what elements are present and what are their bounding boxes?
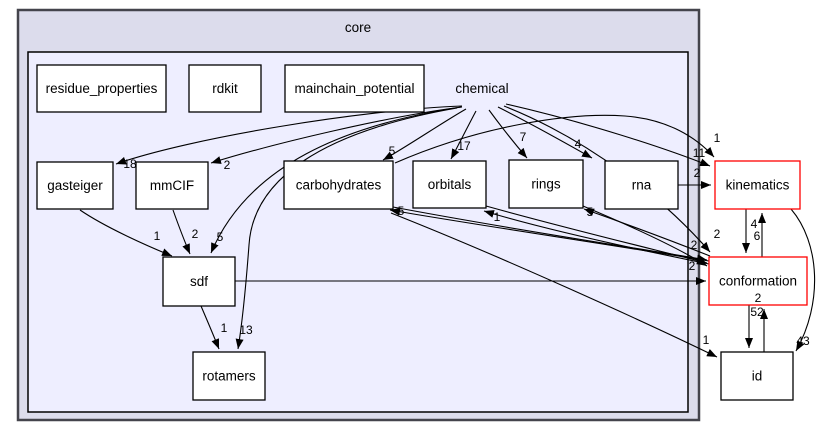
node-rect-kinematics[interactable] bbox=[714, 160, 801, 210]
edge-label-carbohydrates-to-kinematics: 1 bbox=[714, 131, 721, 145]
node-label-rdkit: rdkit bbox=[212, 81, 238, 96]
edge-conformation-to-orbitals bbox=[483, 210, 710, 265]
edge-layer bbox=[79, 103, 816, 358]
edge-carbohydrates-to-kinematics bbox=[394, 114, 715, 164]
node-rect-sdf[interactable] bbox=[162, 256, 236, 307]
node-label-conformation: conformation bbox=[719, 274, 797, 289]
edge-label-chemical-to-mmCIF: 2 bbox=[224, 158, 231, 172]
edge-label-conformation-to-carbohydrates: 5 bbox=[398, 204, 405, 218]
outer-cluster-label-core[interactable]: core bbox=[345, 20, 371, 35]
node-label-orbitals: orbitals bbox=[428, 177, 472, 192]
edge-conformation-to-rings bbox=[583, 208, 711, 257]
edge-label-conformation-to-rings: 5 bbox=[587, 205, 594, 219]
node-rect-orbitals[interactable] bbox=[412, 160, 487, 209]
node-rings[interactable]: rings bbox=[508, 159, 584, 209]
node-rect-rna[interactable] bbox=[604, 160, 679, 210]
node-kinematics[interactable]: kinematics bbox=[714, 160, 801, 210]
node-rdkit[interactable]: rdkit bbox=[188, 64, 262, 113]
edge-label-chemical-to-kinematics: 11 bbox=[693, 146, 706, 160]
edge-mmCIF-to-sdf bbox=[172, 209, 191, 255]
edge-label-chemical-to-orbitals: 17 bbox=[457, 139, 471, 153]
node-rect-id[interactable] bbox=[720, 351, 794, 401]
node-rna[interactable]: rna bbox=[604, 160, 679, 210]
node-rect-residue_properties[interactable] bbox=[36, 64, 167, 113]
node-mmCIF[interactable]: mmCIF bbox=[135, 161, 209, 210]
edge-gasteiger-to-sdf bbox=[79, 209, 173, 257]
node-rect-rings[interactable] bbox=[508, 159, 584, 209]
edge-label-id-to-conformation: 2 bbox=[755, 291, 762, 305]
node-rect-rdkit[interactable] bbox=[188, 64, 262, 113]
node-label-rna: rna bbox=[632, 178, 652, 193]
edge-label-chemical-to-carbohydrates: 5 bbox=[389, 144, 396, 158]
edge-chemical-to-mmCIF bbox=[210, 106, 463, 164]
edge-sdf-to-rotamers bbox=[200, 305, 220, 350]
node-label-kinematics: kinematics bbox=[726, 178, 790, 193]
edge-carbohydrates-to-id bbox=[390, 212, 718, 358]
edge-chemical-to-kinematics bbox=[505, 103, 711, 167]
edge-label-kinematics-to-id: 43 bbox=[796, 334, 810, 348]
edge-label-rna-to-kinematics: 2 bbox=[694, 166, 701, 180]
edge-chemical-to-orbitals bbox=[450, 110, 477, 160]
edge-chemical-to-rotamers bbox=[235, 107, 458, 350]
edge-orbitals-to-conformation bbox=[485, 205, 708, 265]
edge-conformation-to-carbohydrates bbox=[389, 207, 710, 262]
node-label-mmCIF: mmCIF bbox=[150, 178, 194, 193]
node-mainchain_potential[interactable]: mainchain_potential bbox=[284, 64, 425, 113]
node-label-id: id bbox=[752, 369, 763, 384]
edge-label-chemical-to-sdf: 5 bbox=[217, 230, 224, 244]
edge-label-chemical-to-gasteiger: 18 bbox=[123, 157, 137, 171]
node-sdf[interactable]: sdf bbox=[162, 256, 236, 307]
edge-rings-to-conformation bbox=[582, 205, 708, 267]
edge-label-conformation-to-kinematics: 4 bbox=[751, 217, 758, 231]
edge-kinematics-to-id bbox=[790, 208, 816, 352]
node-label-rings: rings bbox=[531, 177, 561, 192]
edge-label-carbohydrates-to-conformation: 2 bbox=[691, 238, 698, 252]
node-label-sdf: sdf bbox=[190, 274, 208, 289]
node-orbitals[interactable]: orbitals bbox=[412, 160, 487, 209]
edge-label-carbohydrates-to-id: 1 bbox=[703, 333, 710, 347]
node-rect-carbohydrates[interactable] bbox=[283, 160, 394, 210]
edge-label-mmCIF-to-sdf: 2 bbox=[192, 227, 199, 241]
node-id[interactable]: id bbox=[720, 351, 794, 401]
edge-label-sdf-to-rotamers: 1 bbox=[221, 321, 228, 335]
edge-label-conformation-to-orbitals: 1 bbox=[494, 210, 501, 224]
edge-label-kinematics-to-conformation: 6 bbox=[754, 229, 761, 243]
edge-label-gasteiger-to-sdf: 1 bbox=[154, 229, 161, 243]
edge-chemical-to-rna bbox=[497, 106, 593, 159]
node-rect-rotamers[interactable] bbox=[192, 351, 266, 401]
edge-chemical-to-carbohydrates bbox=[382, 108, 467, 161]
node-carbohydrates[interactable]: carbohydrates bbox=[283, 160, 394, 210]
node-gasteiger[interactable]: gasteiger bbox=[36, 161, 114, 210]
node-label-mainchain_potential: mainchain_potential bbox=[294, 81, 414, 96]
node-label-rotamers: rotamers bbox=[202, 369, 256, 384]
node-rect-conformation[interactable] bbox=[708, 256, 808, 306]
node-rect-mmCIF[interactable] bbox=[135, 161, 209, 210]
edge-label-chemical-to-conformation: 2 bbox=[714, 227, 721, 241]
edge-label-sdf-to-conformation: 2 bbox=[689, 259, 696, 273]
node-rotamers[interactable]: rotamers bbox=[192, 351, 266, 401]
node-rect-gasteiger[interactable] bbox=[36, 161, 114, 210]
node-residue_properties[interactable]: residue_properties bbox=[36, 64, 167, 113]
node-label-carbohydrates: carbohydrates bbox=[296, 178, 382, 193]
edge-label-chemical-to-rings: 7 bbox=[520, 130, 527, 144]
edge-label-conformation-to-id: 52 bbox=[750, 305, 764, 319]
edge-label-chemical-to-rna: 4 bbox=[575, 137, 582, 151]
node-label-residue_properties: residue_properties bbox=[46, 81, 158, 96]
node-layer: residue_properties rdkit mainchain_potenti… bbox=[36, 64, 808, 401]
edge-label-chemical-to-rotamers: 13 bbox=[239, 323, 253, 337]
node-rect-mainchain_potential[interactable] bbox=[284, 64, 425, 113]
edge-carbohydrates-to-conformation bbox=[392, 206, 708, 263]
edge-chemical-to-sdf bbox=[210, 106, 462, 254]
edge-chemical-to-rings bbox=[488, 109, 528, 159]
inner-cluster-label-chemical[interactable]: chemical bbox=[455, 81, 508, 96]
node-conformation[interactable]: conformation bbox=[708, 256, 808, 306]
node-label-gasteiger: gasteiger bbox=[47, 178, 103, 193]
